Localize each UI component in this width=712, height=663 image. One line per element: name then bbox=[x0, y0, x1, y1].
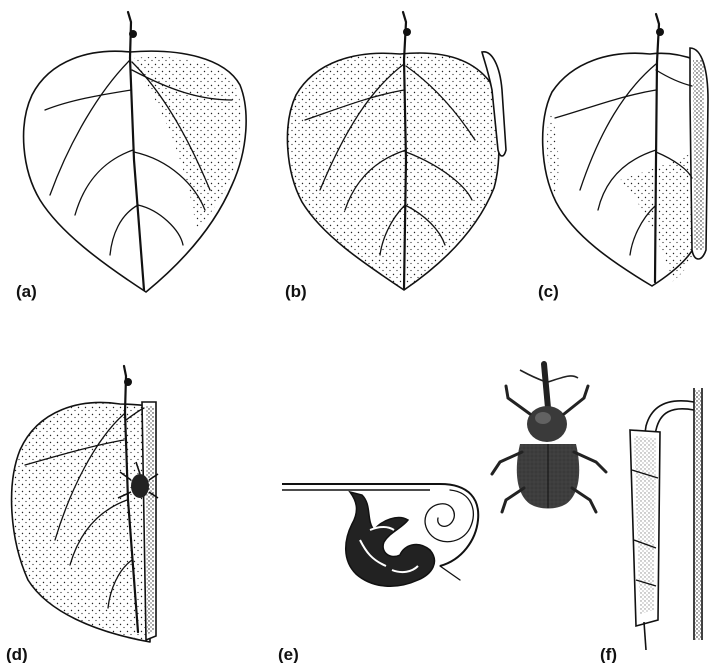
stem-texture bbox=[695, 390, 701, 640]
panel-label-d: (d) bbox=[6, 645, 28, 663]
leaf-spiral bbox=[425, 490, 473, 542]
panel-e: (e) bbox=[278, 484, 478, 663]
beetle-pronotum bbox=[527, 406, 567, 442]
leaf-stalk bbox=[440, 566, 460, 580]
petiole-node bbox=[656, 28, 664, 36]
panel-c: (c) bbox=[538, 14, 708, 301]
rolled-edge-texture bbox=[693, 60, 704, 250]
leaf-tip bbox=[644, 622, 646, 650]
petiole-node bbox=[129, 30, 137, 38]
panel-label-c: (c) bbox=[538, 282, 559, 301]
panel-label-f: (f) bbox=[600, 645, 617, 663]
beetle-rostrum bbox=[544, 364, 548, 408]
petiole-node bbox=[124, 378, 132, 386]
leaf-stipple-region bbox=[287, 53, 498, 290]
panel-label-b: (b) bbox=[285, 282, 307, 301]
petiole bbox=[124, 366, 126, 412]
panel-d: (d) bbox=[6, 366, 158, 663]
weevil-beetle-icon bbox=[492, 364, 606, 512]
panel-b: (b) bbox=[285, 12, 506, 301]
rolled-edge-texture bbox=[146, 406, 154, 634]
petiole-node bbox=[403, 28, 411, 36]
panel-label-e: (e) bbox=[278, 645, 299, 663]
rolled-leaf-mass bbox=[346, 492, 435, 586]
beetle-antennae bbox=[520, 370, 578, 382]
panel-label-a: (a) bbox=[16, 282, 37, 301]
panel-a: (a) bbox=[16, 12, 246, 301]
panel-f: (f) bbox=[600, 388, 702, 663]
